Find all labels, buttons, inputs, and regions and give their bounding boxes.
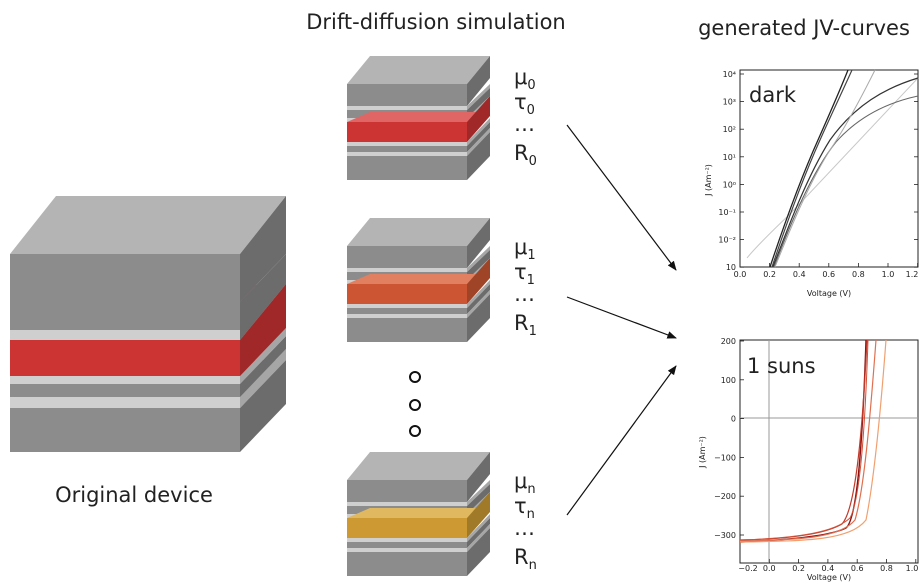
param-ellipsis: … <box>514 516 535 540</box>
light-curve-5 <box>739 339 869 541</box>
light-xtick-label: 0.8 <box>880 564 893 573</box>
param-ellipsis: … <box>514 282 535 306</box>
original-device-stack <box>10 196 286 452</box>
dark-ytick-label: 10³ <box>723 98 736 107</box>
param-r-sub: 1 <box>529 324 537 339</box>
light-ytick-label: 0 <box>731 415 736 424</box>
param-mu: μn <box>514 469 536 497</box>
param-tau-sub: 0 <box>527 103 535 118</box>
param-mu-sub: 1 <box>527 248 535 263</box>
light-jv-plot: 200 100 0 −100 −200 −300 −0.2 0.0 0.2 0.4 0.6 0.8 1… <box>698 337 919 582</box>
light-plot-label: 1 suns <box>747 354 816 378</box>
light-ytick-label: 100 <box>721 376 736 385</box>
light-xlabel: Voltage (V) <box>807 573 851 582</box>
dark-plot-label: dark <box>749 83 797 107</box>
param-mu-sub: 0 <box>527 78 535 93</box>
dark-curve-2 <box>771 69 853 268</box>
param-tau-sub: n <box>527 507 535 522</box>
light-ylabel: J (Am⁻²) <box>698 436 707 469</box>
curves-title: generated JV-curves <box>698 16 910 40</box>
simulation-title: Drift-diffusion simulation <box>306 10 566 34</box>
light-xtick-label: −0.2 <box>738 564 757 573</box>
dark-ytick-label: 10² <box>723 125 736 134</box>
dark-ytick-label: 10 <box>726 263 736 272</box>
dark-ytick-label: 10⁻¹ <box>718 208 736 217</box>
arrow-n <box>566 365 677 516</box>
param-mu: μ0 <box>514 65 536 93</box>
light-curves <box>739 339 887 543</box>
param-r-sub: 0 <box>529 154 537 169</box>
dark-ytick-label: 10⁰ <box>723 180 736 189</box>
light-ytick-label: −300 <box>714 531 736 540</box>
dark-ytick-label: 10⁴ <box>723 70 736 79</box>
dark-xlabel: Voltage (V) <box>807 289 851 298</box>
dark-xtick-label: 0.6 <box>822 270 835 279</box>
dark-ytick-label: 10¹ <box>723 153 736 162</box>
dark-xtick-label: 0.0 <box>734 270 747 279</box>
light-ytick-label: −100 <box>714 453 736 462</box>
light-xtick-label: 1.0 <box>906 564 919 573</box>
light-ytick-label: 200 <box>721 337 736 346</box>
device-stack-0 <box>347 56 490 180</box>
dark-curves <box>746 69 919 268</box>
dark-xtick-label: 1.0 <box>882 270 895 279</box>
param-ellipsis: … <box>514 112 535 136</box>
light-xtick-label: 0.6 <box>851 564 864 573</box>
dark-ylabel: J (Am⁻²) <box>704 164 713 197</box>
param-r: R1 <box>514 311 537 339</box>
param-tau-sub: 1 <box>527 273 535 288</box>
dark-curve-4 <box>773 95 919 268</box>
param-r: Rn <box>514 545 537 573</box>
param-mu-sub: n <box>527 482 535 497</box>
device-stack-1 <box>347 218 490 342</box>
light-xtick-label: 0.2 <box>792 564 805 573</box>
light-xtick-label: 0.0 <box>763 564 776 573</box>
dark-xtick-label: 0.4 <box>793 270 806 279</box>
light-plot-frame <box>739 339 919 564</box>
dark-curve-1 <box>769 69 849 268</box>
dark-xtick-label: 1.2 <box>906 270 919 279</box>
dark-curve-5 <box>774 69 876 268</box>
dark-jv-plot: 10⁴ 10³ 10² 10¹ 10⁰ 10⁻¹ 10⁻² 10 0.0 0.2 0.4 0.6 0.… <box>704 69 919 298</box>
light-curve-3 <box>739 339 877 542</box>
light-curve-4 <box>739 339 887 543</box>
param-r: R0 <box>514 141 537 169</box>
light-xtick-label: 0.4 <box>822 564 835 573</box>
param-r-sub: n <box>529 558 537 573</box>
arrow-1 <box>566 296 677 339</box>
param-mu: μ1 <box>514 235 536 263</box>
light-ytick-label: −200 <box>714 492 736 501</box>
dark-xtick-label: 0.8 <box>852 270 865 279</box>
ellipsis-dots <box>409 371 421 437</box>
dark-curve-3 <box>772 77 919 268</box>
original-device-caption: Original device <box>55 483 213 507</box>
arrows <box>566 124 677 516</box>
dark-xtick-label: 0.2 <box>763 270 776 279</box>
device-stack-n <box>347 452 490 576</box>
arrow-0 <box>566 124 677 271</box>
dark-ytick-label: 10⁻² <box>718 236 736 245</box>
